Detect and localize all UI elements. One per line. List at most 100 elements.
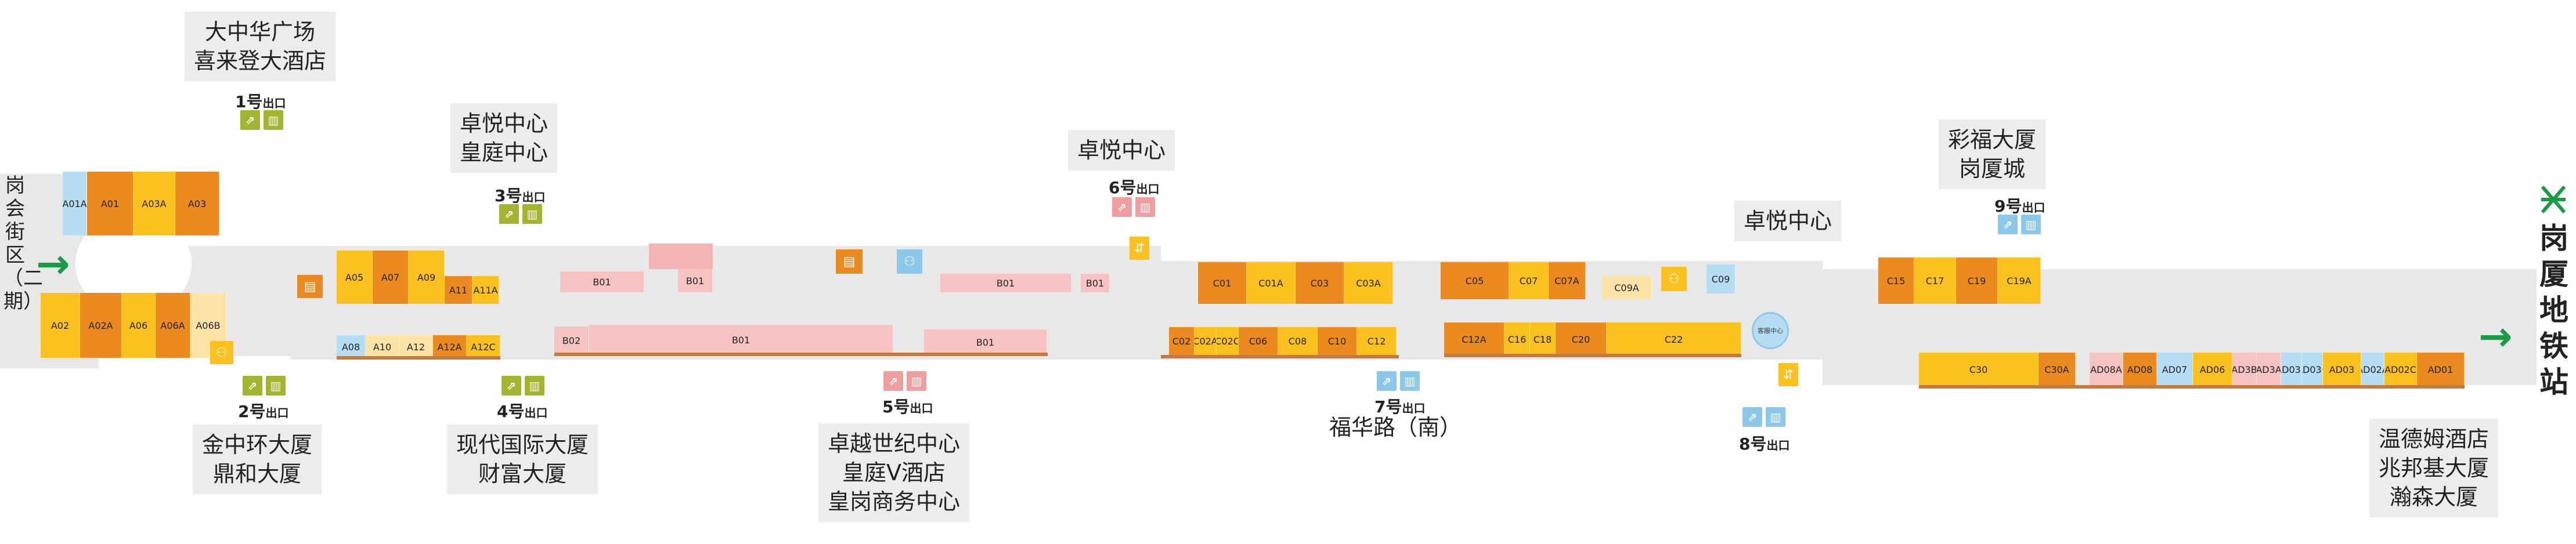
stairs-icon: ▥ [2021,215,2041,234]
exit-1-label[interactable]: 1号出口 [235,92,286,111]
stairs-icon: ▥ [907,371,926,391]
shop[interactable]: A02 [41,293,80,358]
west-entry-arrow-icon: → [36,240,70,288]
exit-3-label[interactable]: 3号出口 [495,186,546,205]
a-mid-bottom-shops: A08 A10 A12 A12A A12C [337,335,500,358]
exit-8-icons[interactable]: ⇗ ▥ [1742,407,1785,427]
exit-7-landmark: 福华路（南） [1329,415,1462,440]
shop[interactable]: A05 [337,251,373,304]
shop[interactable]: C01 [1198,262,1247,304]
shop[interactable]: C07A [1549,262,1586,299]
shop[interactable]: A03 [175,172,219,235]
shop[interactable]: C05 [1441,262,1509,299]
shop[interactable]: A12C [467,335,500,358]
shop[interactable]: C18 [1530,322,1556,356]
shop[interactable]: A06 [122,293,156,358]
shop[interactable]: A10 [366,335,399,358]
shop[interactable]: B02 [554,327,589,354]
shop[interactable]: AD03C [2302,353,2323,386]
shop[interactable]: B01 [1081,274,1110,292]
shop[interactable]: C19 [1956,258,1998,304]
shop[interactable]: C03A [1344,262,1393,304]
shop[interactable]: C15 [1878,258,1914,304]
shop[interactable]: C09 [1706,264,1736,293]
exit-5-label[interactable]: 5号出口 [882,397,933,416]
escalator-icon: ⇗ [1742,407,1762,427]
stairs-icon: ▥ [266,376,286,396]
east-exit-arrow-icon: → [2478,313,2513,360]
shop[interactable]: A01 [87,172,134,235]
exit-6-label[interactable]: 6号出口 [1109,178,1160,197]
exit-1-landmark: 大中华广场喜来登大酒店 [185,12,336,81]
shop[interactable]: C12 [1357,327,1397,355]
shop[interactable]: C02C [1217,327,1239,355]
shop[interactable]: C22 [1607,322,1741,356]
exit-3-icons[interactable]: ⇗ ▥ [499,204,542,224]
shop[interactable]: C07 [1509,262,1549,299]
shop[interactable]: C17 [1914,258,1956,304]
shop[interactable]: A12 [399,335,433,358]
shop[interactable]: A02A [80,293,122,358]
shop[interactable]: C01A [1247,262,1296,304]
shop[interactable]: AD02A [2361,353,2384,386]
shop[interactable]: C16 [1505,322,1530,356]
shop[interactable]: A11 [445,276,472,304]
exit-7-label[interactable]: 7号出口 [1374,397,1426,416]
shop[interactable]: B01 [924,329,1047,355]
shop[interactable]: A03A [134,172,175,235]
exit-6-icons[interactable]: ⇗ ▥ [1112,197,1155,217]
info-desk-icon[interactable]: 客服中心 [1752,312,1789,349]
shop[interactable]: AD02C [2384,353,2417,386]
shop[interactable]: AD08 [2123,353,2157,386]
shop[interactable]: C02A [1195,327,1217,355]
shop[interactable]: A08 [337,335,366,358]
shop[interactable]: C10 [1318,327,1357,355]
exit-7-icons[interactable]: ⇗ ▥ [1377,371,1420,391]
shop[interactable]: A01A [63,172,87,235]
shop[interactable]: C12A [1444,322,1505,356]
c-west-bottom-shops: C02 C02A C02C C06 C08 C10 C12 [1169,327,1397,355]
a-top-shops: A01A A01 A03A A03 [63,172,219,235]
shop[interactable]: B01 [589,325,893,355]
shop[interactable]: A06A [156,293,190,358]
shop[interactable]: C30A [2039,353,2076,386]
exit-5-icons[interactable]: ⇗ ▥ [883,371,926,391]
shop[interactable]: A09 [409,251,445,304]
shop[interactable]: AD03B [2281,353,2302,386]
shop[interactable]: C09A [1602,276,1652,299]
shop[interactable]: A07 [373,251,409,304]
shop[interactable]: AD3B [2232,353,2257,386]
shop[interactable]: C08 [1278,327,1318,355]
shop[interactable]: B01 [678,269,713,292]
exit-9-landmark: 彩福大厦岗厦城 [1939,119,2046,189]
escalator-icon: ⇗ [243,376,262,396]
shop[interactable]: AD07 [2157,353,2193,386]
divider [337,356,500,360]
shop[interactable]: B01 [560,271,644,292]
shop[interactable]: C02 [1169,327,1195,355]
shop[interactable]: B01 [940,274,1071,292]
shop[interactable]: AD03 [2323,353,2361,386]
exit-9-label[interactable]: 9号出口 [1994,197,2045,216]
stairs-icon: ▥ [1400,371,1420,391]
exit-4-label[interactable]: 4号出口 [497,402,548,421]
exit-1-icons[interactable]: ⇗ ▥ [240,110,283,130]
shop[interactable]: A12A [433,335,467,358]
shop[interactable]: AD06 [2193,353,2232,386]
shop[interactable]: A11A [472,276,499,304]
c-zone-landmark: 卓悦中心 [1734,201,1842,241]
exit-9-icons[interactable]: ⇗ ▥ [1998,215,2041,234]
exit-4-icons[interactable]: ⇗ ▥ [502,376,544,396]
shop[interactable]: C30 [1919,353,2039,386]
shop[interactable]: C20 [1556,322,1607,356]
stairs-icon: ▥ [522,204,542,224]
exit-2-label[interactable]: 2号出口 [238,402,289,421]
shop[interactable]: AD08A [2090,353,2123,386]
shop[interactable]: AD3A [2257,353,2281,386]
shop[interactable]: C06 [1239,327,1278,355]
shop[interactable]: C03 [1296,262,1344,304]
exit-2-icons[interactable]: ⇗ ▥ [243,376,286,396]
shop[interactable]: AD01 [2417,353,2465,386]
exit-8-label[interactable]: 8号出口 [1739,434,1790,454]
shop[interactable]: C19A [1998,258,2041,304]
